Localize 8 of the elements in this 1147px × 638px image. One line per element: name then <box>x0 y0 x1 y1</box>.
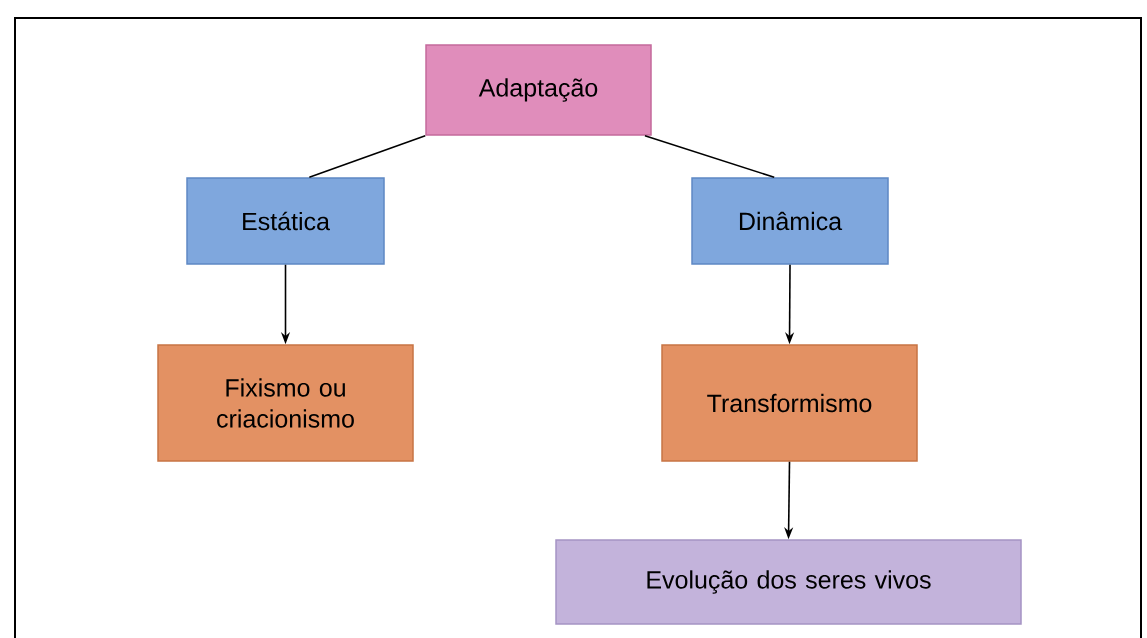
concept-box: Dinâmica <box>691 177 889 265</box>
concept-box: Adaptação <box>425 44 652 136</box>
concept-box: Estática <box>186 177 385 265</box>
concept-box: Transformismo <box>661 344 918 462</box>
connector-line <box>308 134 427 179</box>
concept-box: Fixismo ou criacionismo <box>157 344 414 462</box>
concept-box: Evolução dos seres vivos <box>555 539 1022 625</box>
connector-line <box>644 134 775 179</box>
